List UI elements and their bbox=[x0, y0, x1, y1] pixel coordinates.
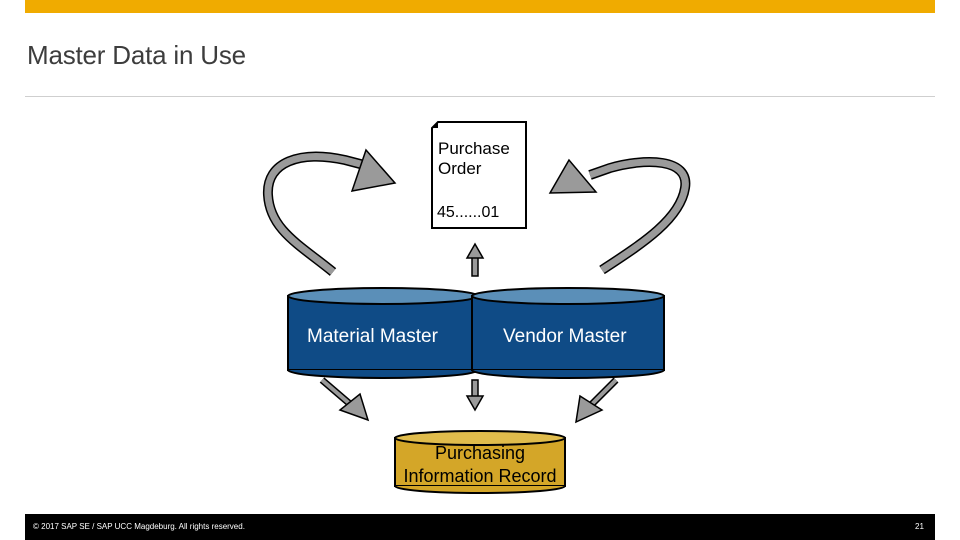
page-number: 21 bbox=[915, 522, 924, 531]
pir-label-line1: Purchasing bbox=[434, 443, 526, 463]
accent-top-bar bbox=[25, 0, 935, 13]
vendor-master-label: Vendor Master bbox=[503, 326, 627, 347]
purchase-order-number: 45......01 bbox=[437, 204, 500, 221]
footer-bar bbox=[25, 514, 935, 540]
arrow-head bbox=[548, 158, 598, 194]
arrow-head bbox=[350, 148, 397, 192]
purchase-order-document bbox=[431, 121, 527, 229]
pir-label-line2: Information Record bbox=[403, 466, 557, 486]
vendor-master-cylinder bbox=[471, 287, 665, 379]
material-master-label: Material Master bbox=[307, 326, 438, 347]
purchasing-info-record-cylinder bbox=[394, 430, 566, 494]
arrow-vendor-to-pir bbox=[575, 377, 619, 424]
purchase-order-title: Purchase Order bbox=[438, 139, 510, 178]
purchasing-info-record-label: Purchasing Information Record bbox=[393, 442, 567, 488]
curved-arrow-right bbox=[548, 157, 691, 275]
title-divider bbox=[25, 96, 935, 97]
arrow-up-to-order bbox=[465, 242, 485, 277]
slide-title: Master Data in Use bbox=[27, 40, 246, 70]
arrow-down-to-pir bbox=[465, 379, 485, 412]
curved-arrow-left bbox=[262, 148, 397, 276]
arrow-material-to-pir bbox=[319, 377, 370, 422]
copyright-text: © 2017 SAP SE / SAP UCC Magdeburg. All r… bbox=[33, 522, 245, 531]
